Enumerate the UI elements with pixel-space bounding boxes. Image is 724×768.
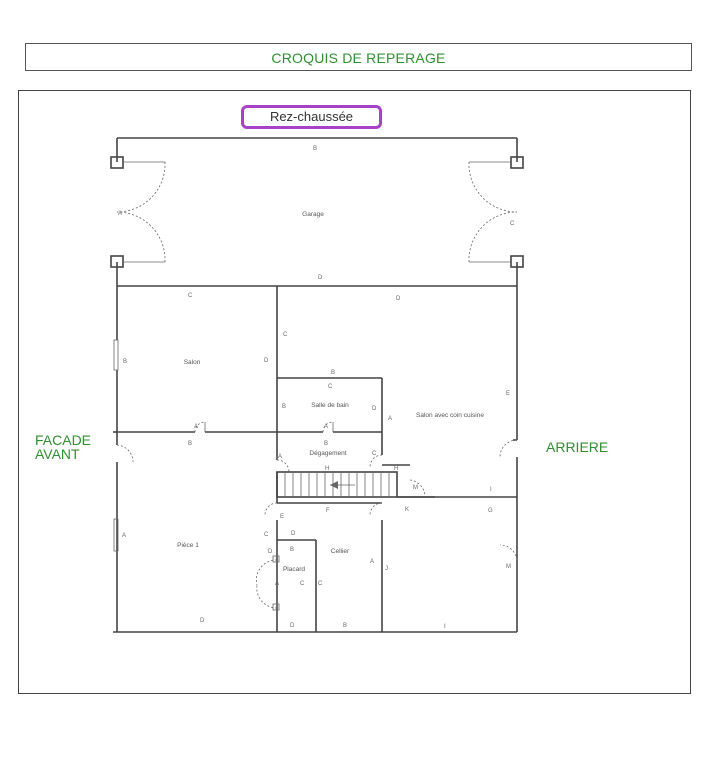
room-salle-de-bain: Salle de bain [311,402,349,409]
level-badge: Rez-chaussée [241,105,382,129]
wall-letter: C [318,581,323,587]
wall-letter: D [268,549,273,555]
wall-letter: I [490,487,492,493]
room-salon: Salon [184,359,201,366]
wall-letter: D [396,296,401,302]
room-degagement: Dégagement [309,450,346,457]
wall-letter: C [510,221,515,227]
wall-letter: D [200,618,205,624]
arriere-label: ARRIERE [546,439,609,455]
wall-letter: D [318,275,323,281]
wall-letter: B [123,359,127,365]
header-box: CROQUIS DE REPERAGE [25,43,692,71]
room-cellier: Cellier [331,548,350,555]
wall-letter: E [280,514,284,520]
wall-letter: H [394,466,398,472]
staircase [284,472,390,497]
wall-letter: A [118,211,122,217]
wall-letter: D [264,358,269,364]
plan-frame [18,90,691,694]
wall-letter: B [331,370,335,376]
room-placard: Placard [283,566,305,573]
wall-letter: A [278,454,282,460]
wall-letter: D [290,623,295,629]
wall-letter: B [188,441,192,447]
wall-letter: M [506,564,511,570]
wall-letter: C [372,451,377,457]
wall-letter: F [326,508,330,514]
wall-letter: J [385,566,388,572]
wall-letter: A [275,581,279,587]
wall-letter: B [324,441,328,447]
wall-letter: A [194,424,198,430]
facade-avant-label: FACADE AVANT [35,432,92,462]
room-piece1: Pièce 1 [177,542,199,549]
wall-letters: B A C D C D B D C E B C B D A A A B B A … [118,146,515,630]
wall-letter: A [324,424,328,430]
room-garage: Garage [302,211,324,218]
garage-doors [116,161,518,263]
wall-letter: C [264,532,269,538]
wall-letter: B [282,404,286,410]
wall-letter: K [405,507,409,513]
garage-walls [110,137,524,287]
wall-letter: A [388,416,392,422]
wall-letter: C [188,293,193,299]
wall-letter: B [313,146,317,152]
wall-letter: B [290,547,294,553]
wall-letter: I [444,624,446,630]
wall-letter: H [325,466,329,472]
house-walls [113,286,518,633]
wall-letter: C [328,384,333,390]
wall-letter: M [413,485,418,491]
interior-doors [116,421,518,611]
stair-arrow-icon [330,481,338,489]
wall-letter: E [506,391,510,397]
wall-letter: D [372,406,377,412]
wall-letter: C [283,332,288,338]
wall-letter: A [122,533,126,539]
wall-letter: D [291,531,296,537]
wall-letter: C [300,581,305,587]
page-title: CROQUIS DE REPERAGE [271,50,446,66]
wall-letter: A [370,559,374,565]
wall-letter: B [343,623,347,629]
room-salon-cuisine: Salon avec coin cuisine [416,412,484,419]
wall-letter: G [488,508,493,514]
